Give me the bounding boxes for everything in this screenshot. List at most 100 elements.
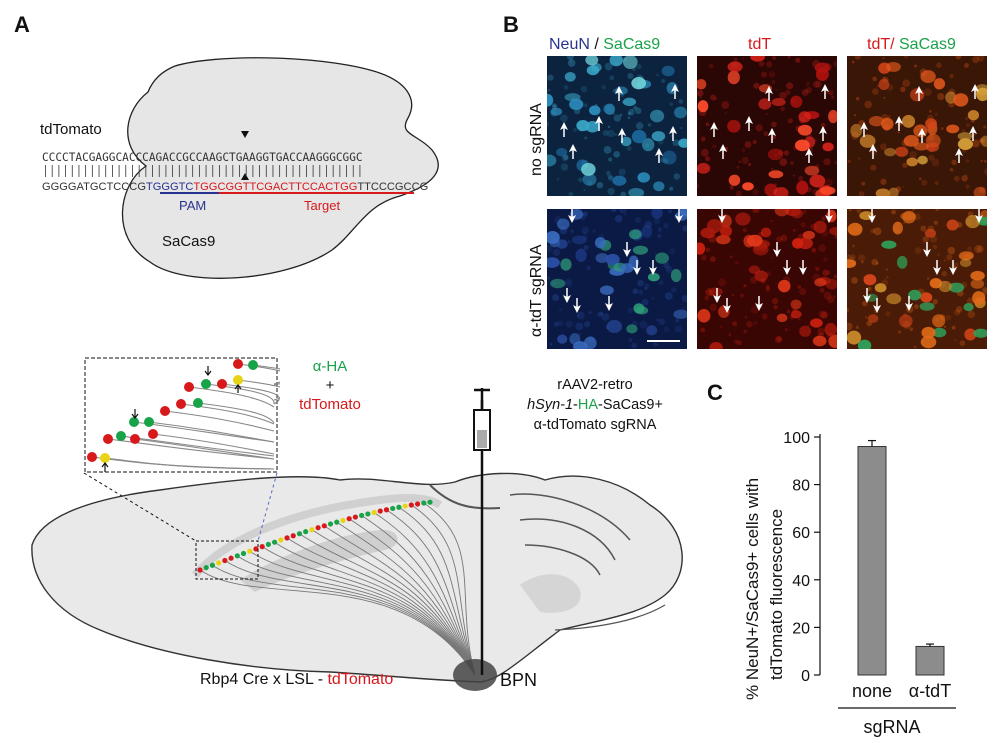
cortical-neuron-dot [234, 553, 240, 559]
inset-neuron-dot [201, 379, 211, 389]
axon [398, 506, 476, 676]
micro-cell [649, 109, 665, 123]
micro-noise [668, 209, 672, 214]
arrowhead-marker [563, 295, 571, 303]
micro-noise [922, 236, 930, 243]
micro-cell [589, 105, 601, 116]
micro-noise [951, 325, 956, 330]
micro-cell [626, 324, 638, 334]
micro-noise [583, 103, 588, 108]
micro-noise [825, 90, 830, 95]
micro-cell [557, 334, 568, 344]
micro-noise [883, 96, 886, 99]
y-tick-label: 80 [792, 478, 810, 495]
micro-cell [948, 282, 965, 293]
micro-noise [792, 228, 796, 232]
cortical-neuron-dot [359, 512, 365, 519]
micro-noise [618, 168, 626, 176]
micro-noise [786, 309, 791, 314]
cortical-neuron-dot [371, 509, 377, 516]
micro-noise [742, 228, 747, 233]
micro-noise [744, 141, 752, 149]
micro-noise [671, 287, 677, 293]
micro-noise [949, 167, 954, 172]
micro-cell [646, 325, 658, 336]
micro-noise [624, 213, 627, 216]
micro-cell [859, 134, 876, 148]
brainstem-line [554, 604, 666, 631]
micro-cell [899, 314, 913, 328]
column-header-neun-sacas9: NeuN / SaCas9 [549, 36, 660, 54]
micro-noise [854, 56, 861, 60]
micro-noise [581, 226, 590, 234]
micro-cell [828, 334, 837, 349]
cortical-neuron-dot [315, 525, 321, 531]
axon [324, 525, 476, 676]
cortex-boundary [191, 493, 443, 578]
micro-cell [623, 97, 637, 107]
micro-cell [980, 135, 987, 147]
micro-noise [828, 89, 834, 95]
micro-cell [814, 278, 827, 287]
header-sep: / [589, 36, 604, 53]
micro-noise [628, 338, 633, 343]
micro-cell [776, 313, 788, 323]
inset-arrowhead [204, 370, 212, 376]
micro-noise [584, 136, 588, 140]
inset-axon [152, 433, 275, 455]
micro-noise [704, 156, 711, 162]
inset-neuron-dot [129, 417, 139, 427]
micro-noise [857, 157, 861, 160]
micro-cell [697, 100, 709, 113]
micro-cell [958, 251, 974, 261]
micro-noise [575, 322, 584, 331]
micro-noise [744, 316, 747, 319]
bpn-injection-site [453, 659, 497, 691]
micro-cell [792, 238, 804, 249]
micro-noise [941, 270, 948, 277]
arrowhead-marker [869, 144, 877, 152]
cortical-neuron-dot [247, 548, 253, 554]
pam-label: PAM [179, 198, 206, 213]
micro-noise [552, 293, 560, 302]
micro-noise [607, 174, 613, 180]
micro-noise [959, 340, 966, 346]
micro-noise [936, 62, 942, 68]
micro-cell [878, 78, 890, 91]
arrowhead-marker [933, 267, 941, 275]
micro-noise [812, 80, 820, 89]
micro-noise [774, 336, 782, 343]
micro-cell [946, 124, 960, 134]
arrowhead-marker [710, 122, 718, 130]
micro-noise [765, 286, 771, 292]
micro-noise [818, 244, 827, 252]
arrowhead-marker [723, 305, 731, 313]
micro-noise [620, 191, 627, 196]
micro-noise [976, 56, 985, 62]
arrowhead-marker [923, 249, 931, 257]
sacas9-label: SaCas9 [162, 233, 215, 250]
micro-cell [583, 336, 597, 349]
micro-noise [823, 257, 828, 262]
cortical-neuron-dot [414, 501, 421, 507]
micro-noise [786, 82, 794, 90]
micro-noise [753, 321, 758, 325]
micro-cell [847, 222, 863, 236]
cortical-neuron-dot [377, 508, 383, 514]
micro-noise [928, 154, 935, 161]
micro-noise [602, 130, 609, 137]
micro-cell [564, 71, 576, 82]
micro-cell [697, 308, 711, 323]
micro-noise [656, 343, 659, 346]
arrowhead-marker [918, 128, 926, 136]
micro-cell [847, 330, 862, 345]
micro-noise [608, 157, 613, 162]
micro-noise [577, 177, 583, 183]
cortical-neurons [197, 499, 433, 573]
micro-cell [829, 227, 837, 236]
micro-noise [919, 177, 922, 181]
micro-noise [765, 284, 770, 289]
arrowhead-marker [569, 144, 577, 152]
inset-arrowhead [101, 462, 109, 468]
arrow-markers [863, 209, 983, 313]
